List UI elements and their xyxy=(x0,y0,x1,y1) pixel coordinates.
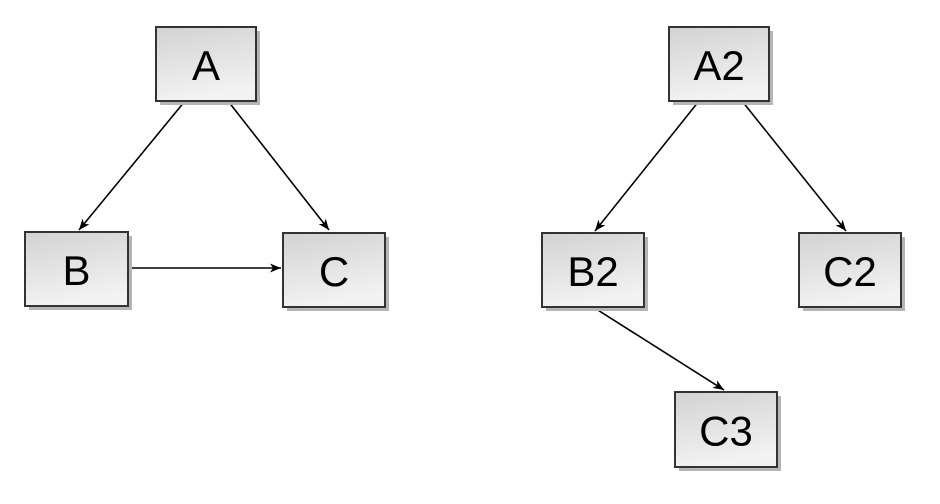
node-label-B2: B2 xyxy=(567,248,618,295)
node-A[interactable]: A xyxy=(155,26,260,105)
edge-A-C xyxy=(227,100,330,231)
node-C[interactable]: C xyxy=(282,232,389,311)
node-label-A2: A2 xyxy=(693,42,744,89)
edge-A2-B2 xyxy=(594,100,700,232)
node-rect-A2[interactable] xyxy=(668,26,770,102)
node-C2[interactable]: C2 xyxy=(798,232,905,311)
node-rect-B[interactable] xyxy=(24,231,129,307)
node-rect-C3[interactable] xyxy=(674,391,778,468)
node-label-C2: C2 xyxy=(823,248,877,295)
node-B2[interactable]: B2 xyxy=(541,232,648,311)
node-label-C: C xyxy=(319,248,349,295)
node-A2[interactable]: A2 xyxy=(668,26,773,105)
edge-B2-C3 xyxy=(592,306,725,391)
edge-A2-C2 xyxy=(741,100,847,232)
node-rect-B2[interactable] xyxy=(541,232,645,308)
node-label-A: A xyxy=(192,42,220,89)
node-label-B: B xyxy=(62,247,90,294)
node-C3[interactable]: C3 xyxy=(674,391,781,471)
node-B[interactable]: B xyxy=(24,231,132,310)
node-rect-A[interactable] xyxy=(155,26,257,102)
edges-layer xyxy=(78,100,847,391)
node-rect-C[interactable] xyxy=(282,232,386,308)
node-rect-C2[interactable] xyxy=(798,232,902,308)
edge-A-B xyxy=(78,100,186,231)
node-label-C3: C3 xyxy=(699,408,753,455)
